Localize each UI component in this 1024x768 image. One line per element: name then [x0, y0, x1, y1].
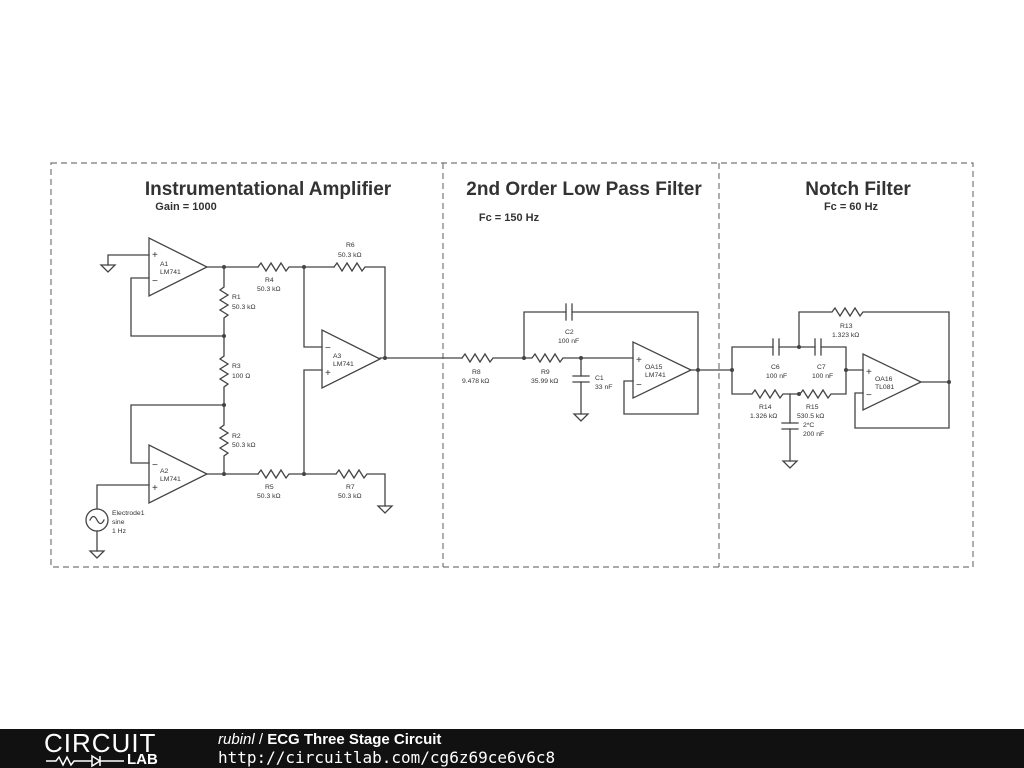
footer-bar: CIRCUIT LAB rubinl / ECG Three Stage Cir…	[0, 729, 1024, 768]
circuitlab-logo-waveform	[46, 754, 124, 768]
resistor-r4-value: 50.3 kΩ	[257, 286, 281, 293]
opamp-oa16: + − OA16 TL081	[862, 352, 923, 412]
resistor-r8-name: R8	[472, 369, 481, 376]
svg-text:−: −	[152, 460, 158, 471]
opamp-a1-model: LM741	[160, 269, 181, 276]
capacitor-c1-value: 33 nF	[595, 384, 612, 391]
resistor-r15	[798, 369, 847, 400]
ground-symbol	[376, 505, 394, 514]
svg-text:+: +	[152, 483, 158, 494]
resistor-r6-name: R6	[346, 242, 355, 249]
lowpass-title: 2nd Order Low Pass Filter	[466, 179, 702, 200]
svg-text:+: +	[866, 367, 872, 378]
instrumentation-gain: Gain = 1000	[155, 201, 216, 213]
resistor-r3-name: R3	[232, 363, 241, 370]
capacitor-c2-value: 100 nF	[558, 338, 579, 345]
resistor-r3	[218, 335, 230, 406]
ground-symbol	[88, 550, 106, 559]
svg-text:−: −	[152, 276, 158, 287]
resistor-r7	[335, 468, 386, 507]
opamp-a3-name: A3	[333, 353, 342, 360]
svg-text:−: −	[325, 343, 331, 354]
resistor-r7-name: R7	[346, 484, 355, 491]
capacitor-c7-value: 100 nF	[812, 373, 833, 380]
ground-symbol	[99, 264, 117, 273]
ground-symbol	[781, 460, 799, 469]
opamp-a1: + − A1 LM741	[148, 236, 209, 298]
opamp-oa16-model: TL081	[875, 384, 894, 391]
resistor-r5-value: 50.3 kΩ	[257, 493, 281, 500]
circuit-caption: rubinl / ECG Three Stage Circuit	[218, 731, 441, 749]
resistor-r6-value: 50.3 kΩ	[338, 252, 362, 259]
resistor-r4	[257, 261, 305, 273]
circuit-title[interactable]: ECG Three Stage Circuit	[267, 731, 442, 748]
resistor-r1	[218, 266, 230, 337]
resistor-r14	[731, 369, 800, 400]
opamp-a2: − + A2 LM741	[148, 443, 209, 505]
schematic: Instrumentational Amplifier Gain = 1000 …	[50, 162, 974, 568]
resistor-r15-name: R15	[806, 404, 819, 411]
resistor-r2	[218, 404, 230, 475]
circuitlab-logo-lab: LAB	[127, 751, 158, 768]
resistor-r2-name: R2	[232, 433, 241, 440]
ground-symbol	[572, 413, 590, 422]
circuitlab-logo-text: CIRCUIT	[44, 728, 157, 758]
instrumentation-title: Instrumentational Amplifier	[145, 179, 392, 200]
svg-text:−: −	[636, 380, 642, 391]
resistor-r9-value: 35.99 kΩ	[531, 378, 558, 385]
opamp-oa15-model: LM741	[645, 372, 666, 379]
opamp-a1-name: A1	[160, 261, 169, 268]
lowpass-cutoff: Fc = 150 Hz	[479, 212, 540, 224]
svg-text:+: +	[152, 250, 158, 261]
opamp-a2-name: A2	[160, 468, 169, 475]
resistor-r9-name: R9	[541, 369, 550, 376]
source-frequency: 1 Hz	[112, 528, 127, 535]
resistor-r13-name: R13	[840, 323, 853, 330]
opamp-a3-model: LM741	[333, 361, 354, 368]
notch-title: Notch Filter	[805, 179, 911, 200]
capacitor-2c-value: 200 nF	[803, 431, 824, 438]
resistor-r13-value: 1.323 kΩ	[832, 332, 859, 339]
resistor-r14-name: R14	[759, 404, 772, 411]
opamp-oa15: + − OA15 LM741	[632, 340, 693, 400]
resistor-r15-value: 530.5 kΩ	[797, 413, 824, 420]
resistor-r8-value: 9.478 kΩ	[462, 378, 489, 385]
resistor-r5	[257, 468, 305, 480]
capacitor-c6-value: 100 nF	[766, 373, 787, 380]
resistor-r5-name: R5	[265, 484, 274, 491]
resistor-r3-value: 100 Ω	[232, 373, 250, 380]
source-name: Electrode1	[112, 510, 145, 517]
capacitor-c2-name: C2	[565, 329, 574, 336]
resistor-r7-value: 50.3 kΩ	[338, 493, 362, 500]
electrode-source	[85, 508, 109, 532]
author-link[interactable]: rubinl	[218, 731, 255, 748]
resistor-r9	[523, 352, 582, 364]
circuit-url-link[interactable]: http://circuitlab.com/cg6z69ce6v6c8	[218, 748, 556, 767]
resistor-r2-value: 50.3 kΩ	[232, 442, 256, 449]
capacitor-c6-name: C6	[771, 364, 780, 371]
notch-cutoff: Fc = 60 Hz	[824, 201, 879, 213]
opamp-a2-model: LM741	[160, 476, 181, 483]
svg-text:+: +	[636, 355, 642, 366]
resistor-r1-name: R1	[232, 294, 241, 301]
opamp-oa16-name: OA16	[875, 376, 893, 383]
capacitor-c1-name: C1	[595, 375, 604, 382]
resistor-r4-name: R4	[265, 277, 274, 284]
resistor-r14-value: 1.326 kΩ	[750, 413, 777, 420]
caption-separator: /	[254, 731, 268, 748]
resistor-r1-value: 50.3 kΩ	[232, 304, 256, 311]
svg-text:+: +	[325, 368, 331, 379]
opamp-a3: − + A3 LM741	[321, 328, 382, 390]
svg-text:−: −	[866, 390, 872, 401]
resistor-r13	[798, 306, 950, 383]
resistor-r8	[461, 352, 525, 364]
capacitor-2c-name: 2*C	[803, 422, 814, 429]
resistor-r6	[333, 261, 386, 359]
opamp-oa15-name: OA15	[645, 364, 663, 371]
section-frame	[50, 162, 974, 568]
source-type: sine	[112, 519, 125, 526]
capacitor-c7-name: C7	[817, 364, 826, 371]
